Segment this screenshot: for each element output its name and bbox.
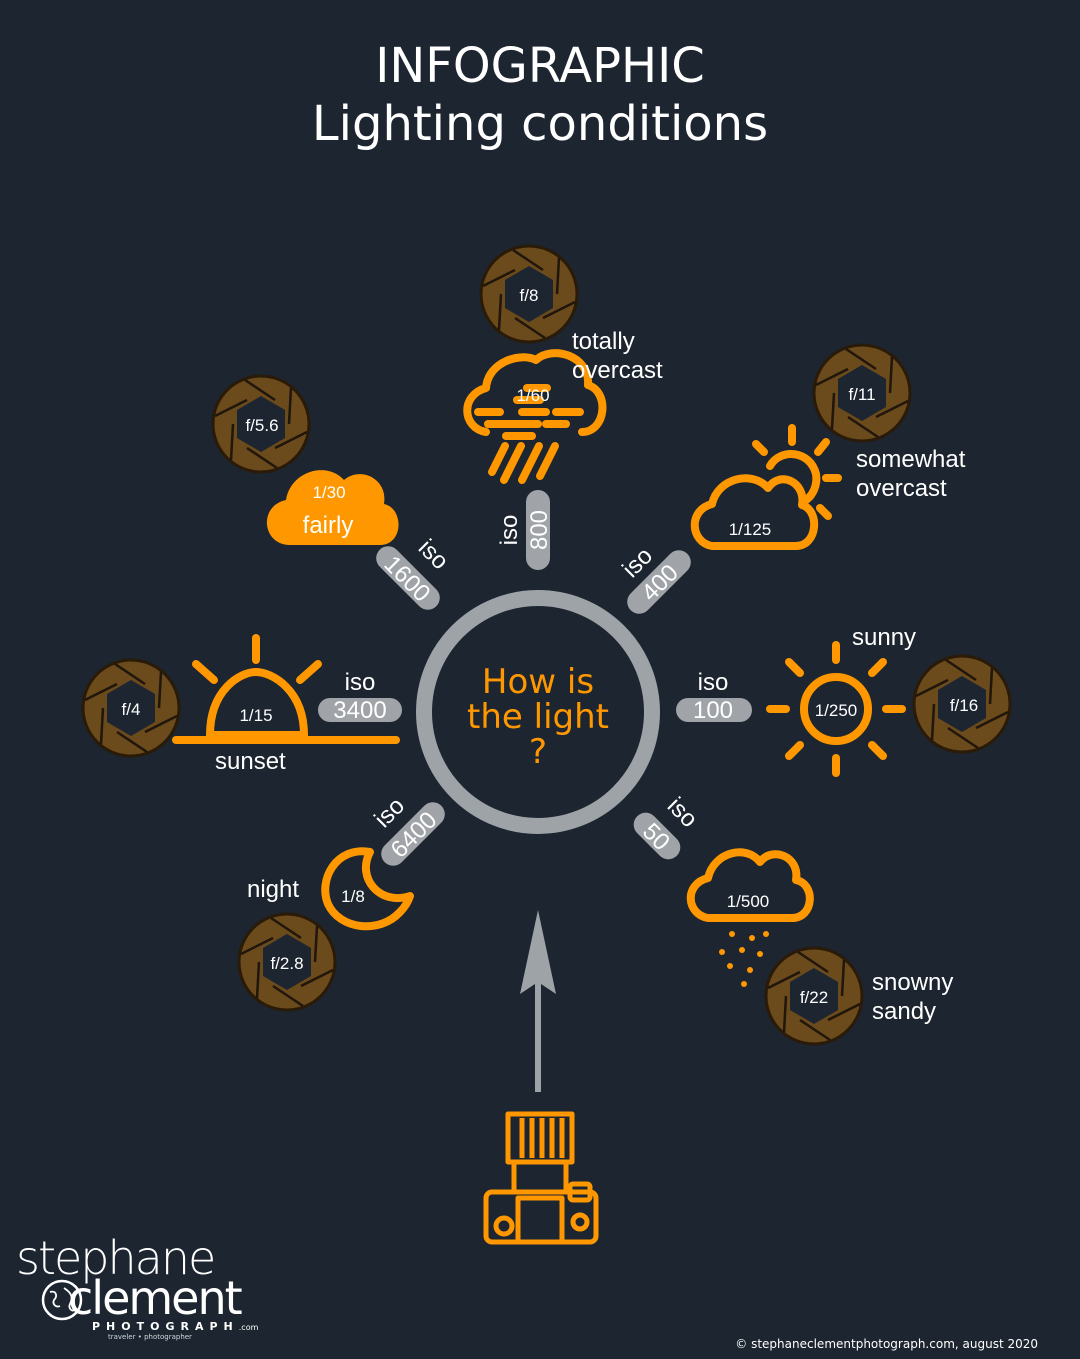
iso-pill-totally-overcast: 800 — [526, 490, 553, 570]
cloud-rain-icon — [463, 349, 607, 484]
iso-value-sunny: 100 — [693, 697, 733, 724]
name-totally-overcast-1: totally — [572, 328, 635, 355]
title-line-1: INFOGRAPHIC — [375, 38, 705, 94]
center-text-3: ? — [529, 732, 547, 772]
up-arrow-icon — [520, 910, 556, 1092]
sunset-icon — [172, 634, 400, 744]
moon-icon — [321, 847, 414, 931]
shutter-sunset: 1/15 — [239, 706, 272, 725]
shutter-sunny: 1/250 — [815, 701, 858, 720]
shutter-night: 1/8 — [341, 887, 365, 906]
cloud-sun-icon — [690, 424, 842, 550]
camera-icon — [483, 1111, 599, 1245]
sun-icon — [766, 641, 906, 777]
aperture-somewhat-overcast: f/11 — [848, 385, 875, 404]
aperture-totally-overcast: f/8 — [520, 286, 539, 305]
name-sunny: sunny — [852, 624, 916, 651]
iso-value-totally-overcast: 800 — [526, 510, 553, 550]
logo-line-2: clement — [68, 1271, 243, 1325]
aperture-night: f/2.8 — [270, 954, 303, 973]
logo-line-3: PHOTOGRAPH.com — [92, 1320, 259, 1333]
cloud-snow-icon — [686, 848, 814, 922]
shutter-totally-overcast: 1/60 — [516, 386, 549, 405]
iso-pill-fairly: 1600 — [376, 546, 440, 610]
aperture-fairly: f/5.6 — [245, 416, 278, 435]
center-ring — [416, 590, 660, 834]
iso-pill-sunset: 3400 — [318, 697, 402, 724]
title-line-2: Lighting conditions — [311, 96, 769, 152]
cloud-filled-icon — [266, 470, 399, 545]
name-totally-overcast-2: overcast — [572, 357, 663, 384]
logo-tagline: traveler • photographer — [108, 1333, 192, 1341]
iso-label-sunset: iso — [345, 669, 376, 696]
name-snowny-sandy-2: sandy — [872, 998, 936, 1025]
name-somewhat-overcast-2: overcast — [856, 475, 947, 502]
name-snowny-sandy-1: snowny — [872, 969, 953, 996]
brand-logo[interactable]: stephane clement PHOTOGRAPH.com traveler… — [16, 1231, 259, 1341]
shutter-somewhat-overcast: 1/125 — [729, 520, 772, 539]
copyright-footer: © stephaneclementphotograph.com, august … — [735, 1337, 1038, 1351]
aperture-snowny-sandy: f/22 — [800, 988, 828, 1007]
shutter-fairly: 1/30 — [312, 483, 345, 502]
iso-pill-sunny: 100 — [676, 697, 752, 724]
name-somewhat-overcast-1: somewhat — [856, 446, 966, 473]
snow-dots — [719, 931, 769, 987]
name-fairly: fairly — [303, 512, 354, 539]
iso-value-sunset: 3400 — [333, 697, 386, 724]
iso-label-fairly: iso — [413, 534, 454, 575]
logo-line-1: stephane — [16, 1231, 216, 1285]
aperture-sunset: f/4 — [122, 700, 141, 719]
iso-label-sunny: iso — [698, 669, 729, 696]
globe-icon — [41, 1279, 83, 1321]
iso-label-snowny-sandy: iso — [662, 792, 703, 833]
shutter-snowny-sandy: 1/500 — [727, 892, 770, 911]
iso-label-totally-overcast: iso — [496, 515, 523, 546]
aperture-sunny: f/16 — [950, 696, 978, 715]
center-text-1: How is — [482, 662, 594, 702]
center-text-2: the light — [467, 697, 609, 737]
name-sunset: sunset — [215, 748, 286, 775]
name-night: night — [247, 876, 299, 903]
